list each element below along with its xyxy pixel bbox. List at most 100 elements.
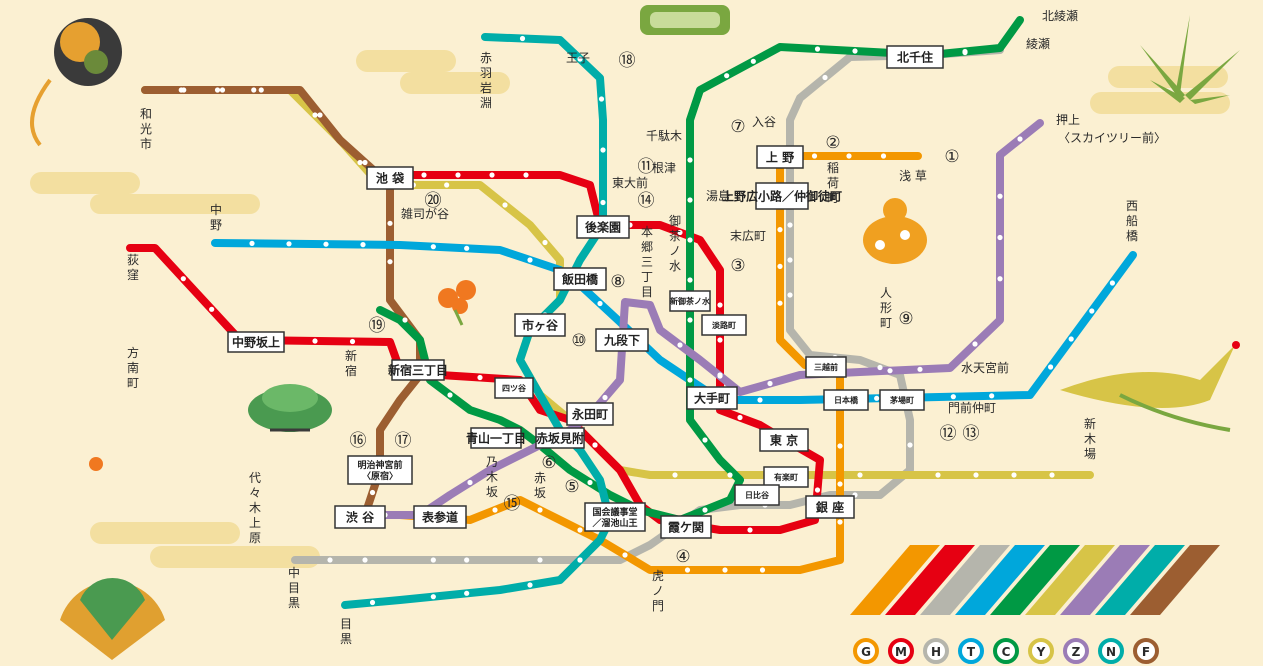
station-dot[interactable] — [717, 337, 723, 343]
station-box-yurakucho[interactable]: 有楽町 — [763, 466, 809, 488]
station-box-ichigaya[interactable]: 市ヶ谷 — [514, 313, 566, 337]
station-dot[interactable] — [687, 237, 693, 243]
station-dot[interactable] — [467, 479, 473, 486]
station-dot[interactable] — [777, 263, 783, 269]
station-dot[interactable] — [209, 306, 215, 312]
station-dot[interactable] — [430, 557, 436, 563]
station-dot[interactable] — [997, 193, 1003, 199]
station-box-kokkai[interactable]: 国会議事堂／溜池山王 — [584, 502, 646, 532]
station-dot[interactable] — [577, 56, 583, 62]
station-dot[interactable] — [600, 147, 606, 153]
station-dot[interactable] — [837, 481, 843, 487]
station-box-tokyo[interactable]: 東 京 — [759, 428, 809, 452]
station-dot[interactable] — [519, 35, 526, 42]
station-box-kasumigaseki[interactable]: 霞ケ関 — [660, 515, 712, 539]
station-box-omotesando[interactable]: 表参道 — [413, 505, 467, 529]
station-dot[interactable] — [874, 395, 880, 401]
station-dot[interactable] — [857, 472, 863, 478]
station-box-hibiya[interactable]: 日比谷 — [734, 484, 780, 506]
legend-ginza[interactable]: G — [850, 545, 940, 664]
station-dot[interactable] — [997, 276, 1003, 282]
station-dot[interactable] — [492, 507, 498, 513]
station-dot[interactable] — [687, 317, 693, 323]
station-dot[interactable] — [369, 599, 376, 606]
station-dot[interactable] — [444, 182, 450, 188]
station-dot[interactable] — [464, 557, 470, 563]
station-box-nihombashi[interactable]: 日本橋 — [823, 389, 869, 411]
station-dot[interactable] — [722, 567, 728, 573]
station-dot[interactable] — [677, 342, 683, 348]
station-dot[interactable] — [464, 590, 470, 596]
station-dot[interactable] — [672, 472, 678, 478]
station-dot[interactable] — [852, 48, 858, 54]
station-dot[interactable] — [777, 227, 783, 233]
station-box-iidabashi[interactable]: 飯田橋 — [553, 267, 607, 291]
station-dot[interactable] — [312, 338, 318, 344]
station-dot[interactable] — [747, 527, 753, 533]
station-box-meijijingumae[interactable]: 明治神宮前〈原宿〉 — [347, 455, 413, 485]
station-dot[interactable] — [935, 472, 941, 478]
station-dot[interactable] — [787, 222, 793, 228]
station-dot[interactable] — [181, 87, 187, 93]
station-dot[interactable] — [598, 96, 605, 102]
station-dot[interactable] — [349, 338, 356, 345]
station-box-otemachi[interactable]: 大手町 — [686, 386, 738, 410]
station-dot[interactable] — [687, 157, 693, 163]
station-dot[interactable] — [502, 202, 508, 208]
station-dot[interactable] — [180, 276, 186, 282]
station-dot[interactable] — [972, 341, 978, 347]
station-dot[interactable] — [750, 58, 756, 64]
station-dot[interactable] — [362, 557, 368, 563]
station-dot[interactable] — [362, 159, 368, 166]
station-box-shinjukusanchome[interactable]: 新宿三丁目 — [388, 359, 448, 381]
legend-yurakucho[interactable]: Y — [1025, 545, 1115, 664]
station-dot[interactable] — [997, 234, 1003, 241]
station-dot[interactable] — [592, 442, 598, 448]
station-dot[interactable] — [527, 582, 533, 588]
station-dot[interactable] — [214, 87, 221, 93]
station-dot[interactable] — [880, 153, 887, 159]
station-dot[interactable] — [702, 437, 708, 443]
station-dot[interactable] — [757, 397, 763, 403]
station-dot[interactable] — [1068, 336, 1074, 342]
station-dot[interactable] — [312, 112, 318, 118]
station-dot[interactable] — [767, 380, 773, 387]
station-box-nagatacho[interactable]: 永田町 — [566, 402, 614, 426]
station-dot[interactable] — [837, 443, 843, 449]
station-dot[interactable] — [962, 48, 968, 55]
station-dot[interactable] — [430, 594, 436, 600]
station-box-ikebukuro[interactable]: 池 袋 — [366, 166, 414, 190]
station-dot[interactable] — [917, 366, 923, 372]
station-dot[interactable] — [357, 159, 363, 166]
station-box-aoyamaitchome[interactable]: 青山一丁目 — [466, 427, 526, 449]
station-dot[interactable] — [600, 199, 606, 206]
station-dot[interactable] — [684, 567, 691, 573]
legend-marunouchi[interactable]: M — [885, 545, 975, 664]
station-dot[interactable] — [286, 241, 292, 247]
station-dot[interactable] — [527, 257, 533, 263]
station-dot[interactable] — [447, 392, 453, 398]
station-dot[interactable] — [455, 172, 461, 178]
station-dot[interactable] — [787, 257, 793, 263]
station-box-nakanosakaue[interactable]: 中野坂上 — [227, 331, 285, 353]
station-box-uenohirokoji[interactable]: 上野広小路／仲御徒町 — [722, 182, 842, 210]
station-dot[interactable] — [430, 244, 436, 250]
station-dot[interactable] — [537, 507, 543, 513]
station-dot[interactable] — [477, 374, 483, 381]
station-dot[interactable] — [687, 377, 693, 383]
station-dot[interactable] — [489, 172, 495, 178]
station-dot[interactable] — [814, 487, 821, 493]
station-dot[interactable] — [402, 317, 408, 323]
station-dot[interactable] — [811, 153, 818, 159]
station-box-awajicho[interactable]: 淡路町 — [701, 314, 747, 336]
station-dot[interactable] — [989, 393, 995, 399]
station-dot[interactable] — [787, 292, 793, 298]
station-dot[interactable] — [717, 302, 723, 308]
station-dot[interactable] — [687, 197, 693, 203]
station-dot[interactable] — [537, 557, 543, 563]
station-dot[interactable] — [360, 242, 366, 248]
station-box-ginza[interactable]: 銀 座 — [805, 495, 855, 519]
station-dot[interactable] — [317, 112, 323, 118]
station-dot[interactable] — [759, 567, 766, 573]
station-dot[interactable] — [1049, 472, 1055, 478]
